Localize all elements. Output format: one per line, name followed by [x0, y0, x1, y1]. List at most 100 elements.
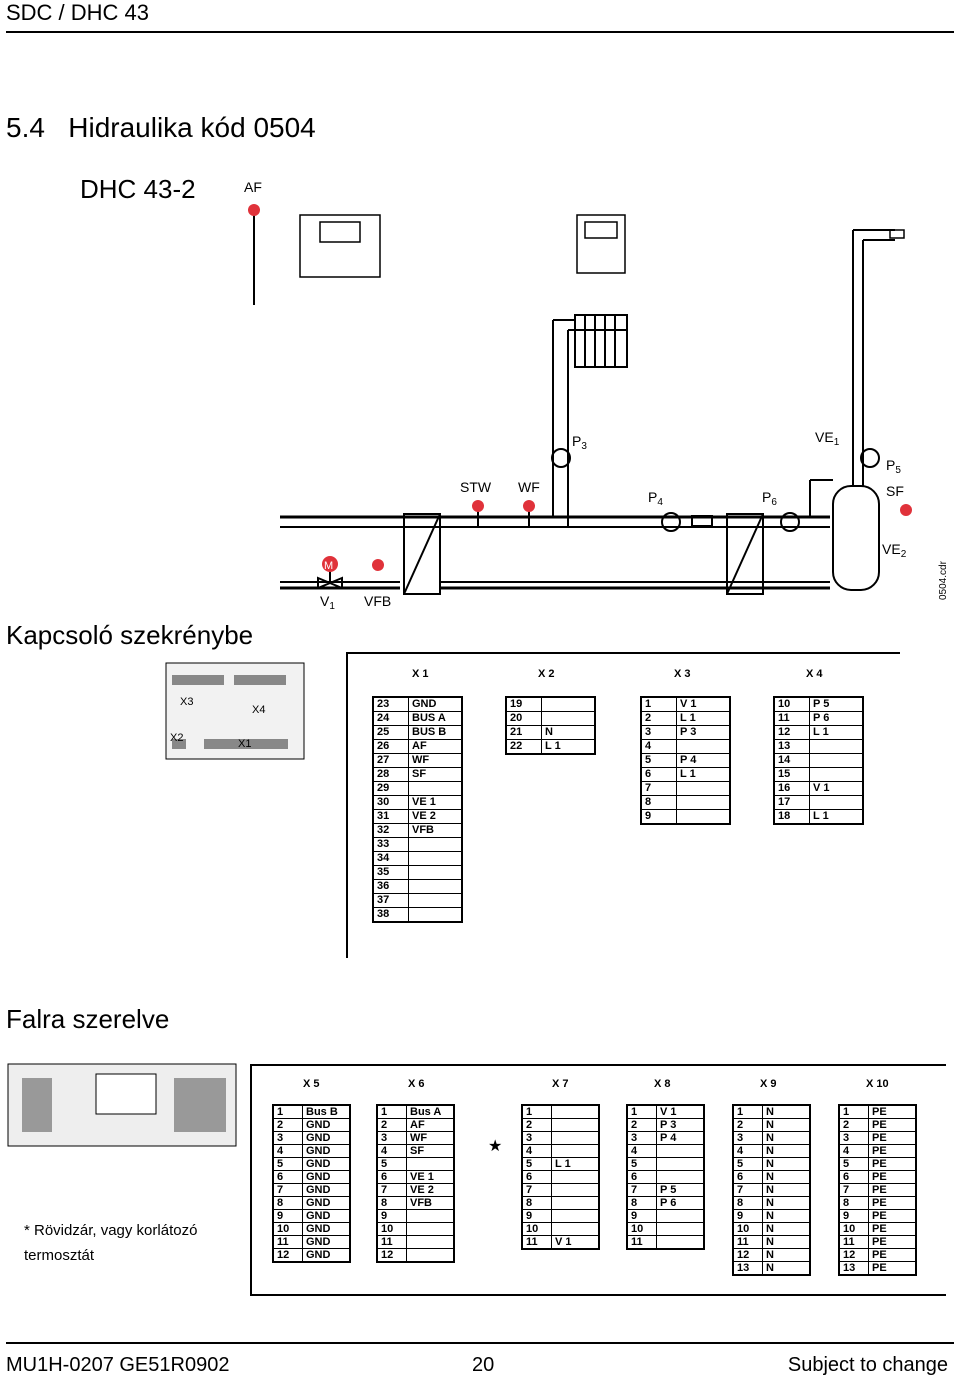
terminal-row: 4: [521, 1144, 600, 1158]
terminal-row: 3: [521, 1131, 600, 1145]
file-label: 0504.cdr: [938, 560, 949, 600]
terminal-signal: V 1: [809, 781, 864, 796]
terminal-signal: [408, 893, 463, 908]
terminal-number: 12: [838, 1248, 869, 1262]
terminal-signal: [406, 1235, 455, 1249]
terminal-signal: [551, 1104, 600, 1119]
terminal-row: 5: [626, 1157, 705, 1171]
terminal-row: 9: [521, 1209, 600, 1223]
terminal-row: 8: [640, 795, 731, 810]
terminal-signal: VE 1: [408, 795, 463, 810]
terminal-row: 37: [372, 893, 463, 908]
terminal-number: 10: [838, 1222, 869, 1236]
terminal-row: 10: [376, 1222, 455, 1236]
wall-x7-header: X 7: [552, 1078, 569, 1090]
terminal-number: 20: [505, 711, 542, 726]
terminal-number: 21: [505, 725, 542, 740]
terminal-number: 11: [376, 1235, 407, 1249]
terminal-signal: [676, 795, 731, 810]
terminal-signal: [406, 1248, 455, 1263]
terminal-row: 1: [521, 1104, 600, 1119]
terminal-signal: L 1: [809, 725, 864, 740]
terminal-number: 26: [372, 739, 409, 754]
terminal-signal: [541, 696, 596, 712]
wall-device: [7, 1063, 237, 1147]
terminal-number: 38: [372, 907, 409, 923]
terminal-signal: PE: [868, 1131, 917, 1145]
terminal-number: 11: [773, 711, 810, 726]
terminal-number: 6: [521, 1170, 552, 1184]
terminal-signal: N: [762, 1157, 811, 1171]
terminal-signal: N: [762, 1183, 811, 1197]
terminal-number: 31: [372, 809, 409, 824]
cab-x4-header: X 4: [806, 668, 823, 680]
terminal-signal: [809, 739, 864, 754]
terminal-signal: AF: [406, 1118, 455, 1132]
terminal-signal: [656, 1209, 705, 1223]
terminal-number: 5: [640, 753, 677, 768]
terminal-number: 7: [732, 1183, 763, 1197]
star-icon: ★: [488, 1138, 503, 1155]
terminal-signal: [656, 1157, 705, 1171]
terminal-row: 7: [521, 1183, 600, 1197]
terminal-number: 6: [376, 1170, 407, 1184]
wall-x6-header: X 6: [408, 1078, 425, 1090]
terminal-number: 11: [732, 1235, 763, 1249]
stw-label: STW: [460, 479, 492, 495]
terminal-signal: PE: [868, 1104, 917, 1119]
terminal-number: 1: [640, 696, 677, 712]
terminal-number: 37: [372, 893, 409, 908]
terminal-signal: P 3: [676, 725, 731, 740]
footer-rule: [6, 1342, 954, 1344]
terminal-number: 4: [838, 1144, 869, 1158]
terminal-signal: SF: [408, 767, 463, 782]
section-title: 5.4 Hidraulika kód 0504: [6, 112, 316, 143]
terminal-number: 19: [505, 696, 542, 712]
p3-label: P3: [572, 433, 587, 452]
terminal-number: 10: [272, 1222, 303, 1236]
terminal-number: 2: [272, 1118, 303, 1132]
terminal-signal: VFB: [406, 1196, 455, 1210]
terminal-number: 8: [732, 1196, 763, 1210]
terminal-number: 7: [272, 1183, 303, 1197]
terminal-number: 5: [838, 1157, 869, 1171]
terminal-signal: GND: [302, 1196, 351, 1210]
terminal-signal: P 6: [809, 711, 864, 726]
wall-x5-header: X 5: [303, 1078, 320, 1090]
terminal-signal: L 1: [541, 739, 596, 755]
p5-label: P5: [886, 457, 901, 476]
terminal-number: 5: [521, 1157, 552, 1171]
terminal-signal: VFB: [408, 823, 463, 838]
terminal-signal: BUS A: [408, 711, 463, 726]
terminal-signal: N: [762, 1196, 811, 1210]
terminal-number: 35: [372, 865, 409, 880]
